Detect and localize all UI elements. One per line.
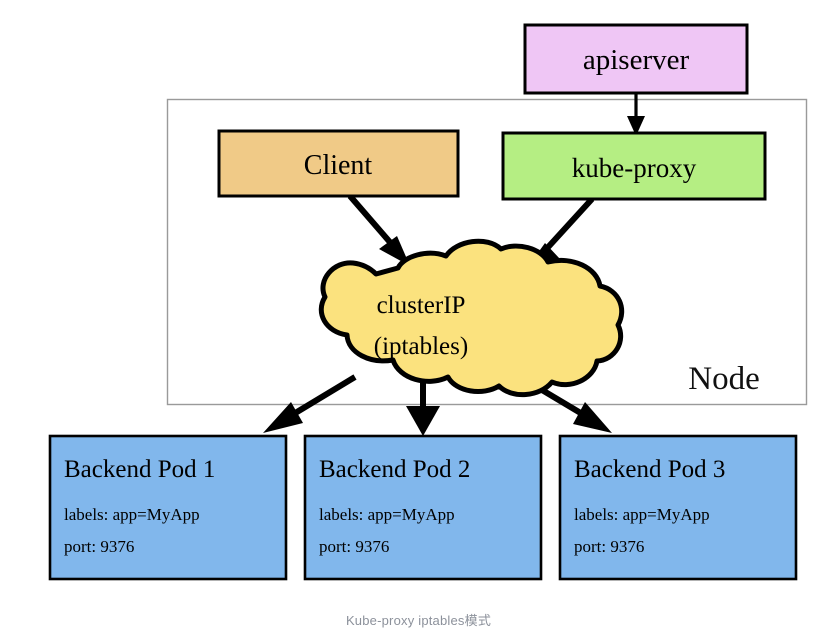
backend-pod-1-box[interactable] (48, 434, 288, 581)
backend-pod-2-port: port: 9376 (319, 537, 389, 556)
backend-pod-3-title: Backend Pod 3 (574, 456, 725, 483)
backend-pod-1[interactable]: Backend Pod 1 labels: app=MyApp port: 93… (48, 434, 288, 581)
apiserver-label: apiserver (583, 44, 690, 76)
backend-pod-2-labels: labels: app=MyApp (319, 505, 455, 524)
backend-pod-2[interactable]: Backend Pod 2 labels: app=MyApp port: 93… (303, 434, 543, 581)
edge-apiserver-to-kube-proxy (627, 93, 645, 136)
client-box[interactable] (217, 129, 460, 198)
backend-pod-1-title: Backend Pod 1 (64, 456, 215, 483)
client-node[interactable]: Client (217, 129, 460, 198)
node-container-label: Node (688, 361, 759, 397)
apiserver-box[interactable] (523, 23, 749, 95)
kube-proxy-node[interactable]: kube-proxy (501, 131, 767, 201)
kube-proxy-box[interactable] (501, 131, 767, 201)
backend-pod-2-title: Backend Pod 2 (319, 456, 470, 483)
backend-pod-3-box[interactable] (558, 434, 798, 581)
backend-pod-3-port: port: 9376 (574, 537, 644, 556)
backend-pod-3-labels: labels: app=MyApp (574, 505, 710, 524)
kube-proxy-label: kube-proxy (572, 153, 697, 183)
backend-pod-1-port: port: 9376 (64, 537, 134, 556)
client-label: Client (304, 150, 373, 181)
backend-pod-1-labels: labels: app=MyApp (64, 505, 200, 524)
edge-clusterip-to-pod-1 (263, 374, 357, 433)
edge-client-to-clusterip (347, 194, 410, 266)
apiserver-node[interactable]: apiserver (523, 23, 749, 95)
cloud-shape[interactable] (318, 238, 625, 398)
backend-pod-2-box[interactable] (303, 434, 543, 581)
clusterip-label-line2: (iptables) (374, 333, 468, 360)
backend-pod-3[interactable]: Backend Pod 3 labels: app=MyApp port: 93… (558, 434, 798, 581)
clusterip-cloud-node[interactable]: clusterIP (iptables) (318, 238, 625, 398)
edge-clusterip-to-pod-2 (406, 382, 440, 436)
clusterip-label-line1: clusterIP (377, 292, 466, 319)
diagram-caption: Kube-proxy iptables模式 (345, 613, 492, 628)
